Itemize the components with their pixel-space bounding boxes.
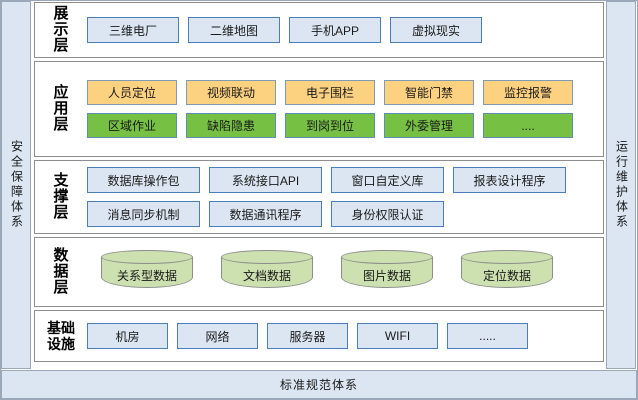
node-box[interactable]: 消息同步机制 <box>87 201 200 227</box>
database-cylinder[interactable]: 定位数据 <box>461 250 553 294</box>
cylinder-row: 关系型数据 文档数据 图片数据 定位数据 <box>87 250 595 294</box>
node-box[interactable]: 外委管理 <box>384 113 474 138</box>
cylinder-label: 定位数据 <box>482 268 531 283</box>
database-cylinder[interactable]: 图片数据 <box>341 250 433 294</box>
cylinder-label: 图片数据 <box>362 268 411 283</box>
cylinder-label: 关系型数据 <box>116 268 177 283</box>
layer-panel-support: 支 撑 层 数据库操作包 系统接口API 窗口自定义库 报表设计程序 消息同步机… <box>34 160 604 234</box>
database-cylinder[interactable]: 文档数据 <box>221 250 313 294</box>
standards-band: 标准规范体系 <box>1 370 637 399</box>
layer-label-char: 应 <box>53 84 69 101</box>
node-box[interactable]: 数据库操作包 <box>87 167 200 193</box>
node-box[interactable]: 报表设计程序 <box>453 167 566 193</box>
right-rail-operation-maintenance: 运行维护体系 <box>606 1 636 369</box>
layer-label-char: 据 <box>53 263 69 280</box>
node-box[interactable]: 虚拟现实 <box>390 17 482 43</box>
node-row: 机房 网络 服务器 WIFI ..... <box>87 323 595 349</box>
layer-label-char: 层 <box>53 279 69 296</box>
node-box[interactable]: 数据通讯程序 <box>209 201 322 227</box>
layer-label-char: 数 <box>53 247 69 264</box>
database-cylinder[interactable]: 关系型数据 <box>101 250 193 294</box>
layer-label-char: 撑 <box>53 188 69 205</box>
layer-label-char: 用 <box>53 100 69 117</box>
layer-body-application: 人员定位 视频联动 电子围栏 智能门禁 监控报警 区域作业 缺陷隐患 到岗到位 … <box>87 80 603 138</box>
layer-panel-data: 数 据 层 关系型数据 文档数据 <box>34 237 604 307</box>
left-rail-security-assurance: 安全保障体系 <box>1 1 31 369</box>
layer-label-presentation: 展 示 层 <box>35 6 87 54</box>
node-box[interactable]: .... <box>483 113 573 138</box>
layer-body-presentation: 三维电厂 二维地图 手机APP 虚拟现实 <box>87 17 603 43</box>
node-box[interactable]: 智能门禁 <box>384 80 474 105</box>
node-box[interactable]: 人员定位 <box>87 80 177 105</box>
node-box[interactable]: 服务器 <box>267 323 348 349</box>
node-box[interactable]: ..... <box>447 323 528 349</box>
cylinder-label: 文档数据 <box>242 268 291 283</box>
node-box[interactable]: 缺陷隐患 <box>186 113 276 138</box>
node-box[interactable]: 三维电厂 <box>87 17 179 43</box>
cylinder-top-icon <box>221 250 313 264</box>
layer-label-data: 数 据 层 <box>35 248 87 296</box>
node-box[interactable]: 电子围栏 <box>285 80 375 105</box>
node-box[interactable]: 监控报警 <box>483 80 573 105</box>
node-box[interactable]: 网络 <box>177 323 258 349</box>
node-row: 区域作业 缺陷隐患 到岗到位 外委管理 .... <box>87 113 595 138</box>
standards-band-label: 标准规范体系 <box>279 378 358 392</box>
node-box[interactable]: 身份权限认证 <box>331 201 444 227</box>
layer-label-char: 层 <box>53 116 69 133</box>
layer-panel-infrastructure: 基础 设施 机房 网络 服务器 WIFI ..... <box>34 310 604 362</box>
layer-body-data: 关系型数据 文档数据 图片数据 定位数据 <box>87 250 603 294</box>
node-box[interactable]: WIFI <box>357 323 438 349</box>
layer-panel-application: 应 用 层 人员定位 视频联动 电子围栏 智能门禁 监控报警 区域作业 缺陷隐患… <box>34 61 604 157</box>
layer-label-char: 层 <box>53 37 69 54</box>
node-box[interactable]: 区域作业 <box>87 113 177 138</box>
node-box[interactable]: 到岗到位 <box>285 113 375 138</box>
left-rail-label: 安全保障体系 <box>9 140 24 230</box>
layer-label-line: 设施 <box>47 336 75 352</box>
layer-label-char: 示 <box>53 21 69 38</box>
node-box[interactable]: 机房 <box>87 323 168 349</box>
layer-panel-presentation: 展 示 层 三维电厂 二维地图 手机APP 虚拟现实 <box>34 2 604 58</box>
node-row: 数据库操作包 系统接口API 窗口自定义库 报表设计程序 <box>87 167 595 193</box>
node-row: 消息同步机制 数据通讯程序 身份权限认证 <box>87 201 595 227</box>
node-box[interactable]: 视频联动 <box>186 80 276 105</box>
cylinder-top-icon <box>461 250 553 264</box>
layer-label-infrastructure: 基础 设施 <box>35 320 87 352</box>
layer-body-support: 数据库操作包 系统接口API 窗口自定义库 报表设计程序 消息同步机制 数据通讯… <box>87 167 603 227</box>
node-box[interactable]: 手机APP <box>289 17 381 43</box>
layer-label-char: 层 <box>53 204 69 221</box>
cylinder-top-icon <box>341 250 433 264</box>
layer-body-infrastructure: 机房 网络 服务器 WIFI ..... <box>87 323 603 349</box>
right-rail-label: 运行维护体系 <box>614 140 629 230</box>
layer-label-application: 应 用 层 <box>35 85 87 133</box>
node-row: 三维电厂 二维地图 手机APP 虚拟现实 <box>87 17 595 43</box>
layer-label-support: 支 撑 层 <box>35 173 87 221</box>
layer-stack: 展 示 层 三维电厂 二维地图 手机APP 虚拟现实 应 用 <box>34 2 604 368</box>
node-box[interactable]: 二维地图 <box>188 17 280 43</box>
node-box[interactable]: 窗口自定义库 <box>331 167 444 193</box>
cylinder-top-icon <box>101 250 193 264</box>
node-box[interactable]: 系统接口API <box>209 167 322 193</box>
layer-label-char: 支 <box>53 172 69 189</box>
layer-label-line: 基础 <box>47 320 75 336</box>
node-row: 人员定位 视频联动 电子围栏 智能门禁 监控报警 <box>87 80 595 105</box>
layer-label-char: 展 <box>53 5 69 22</box>
